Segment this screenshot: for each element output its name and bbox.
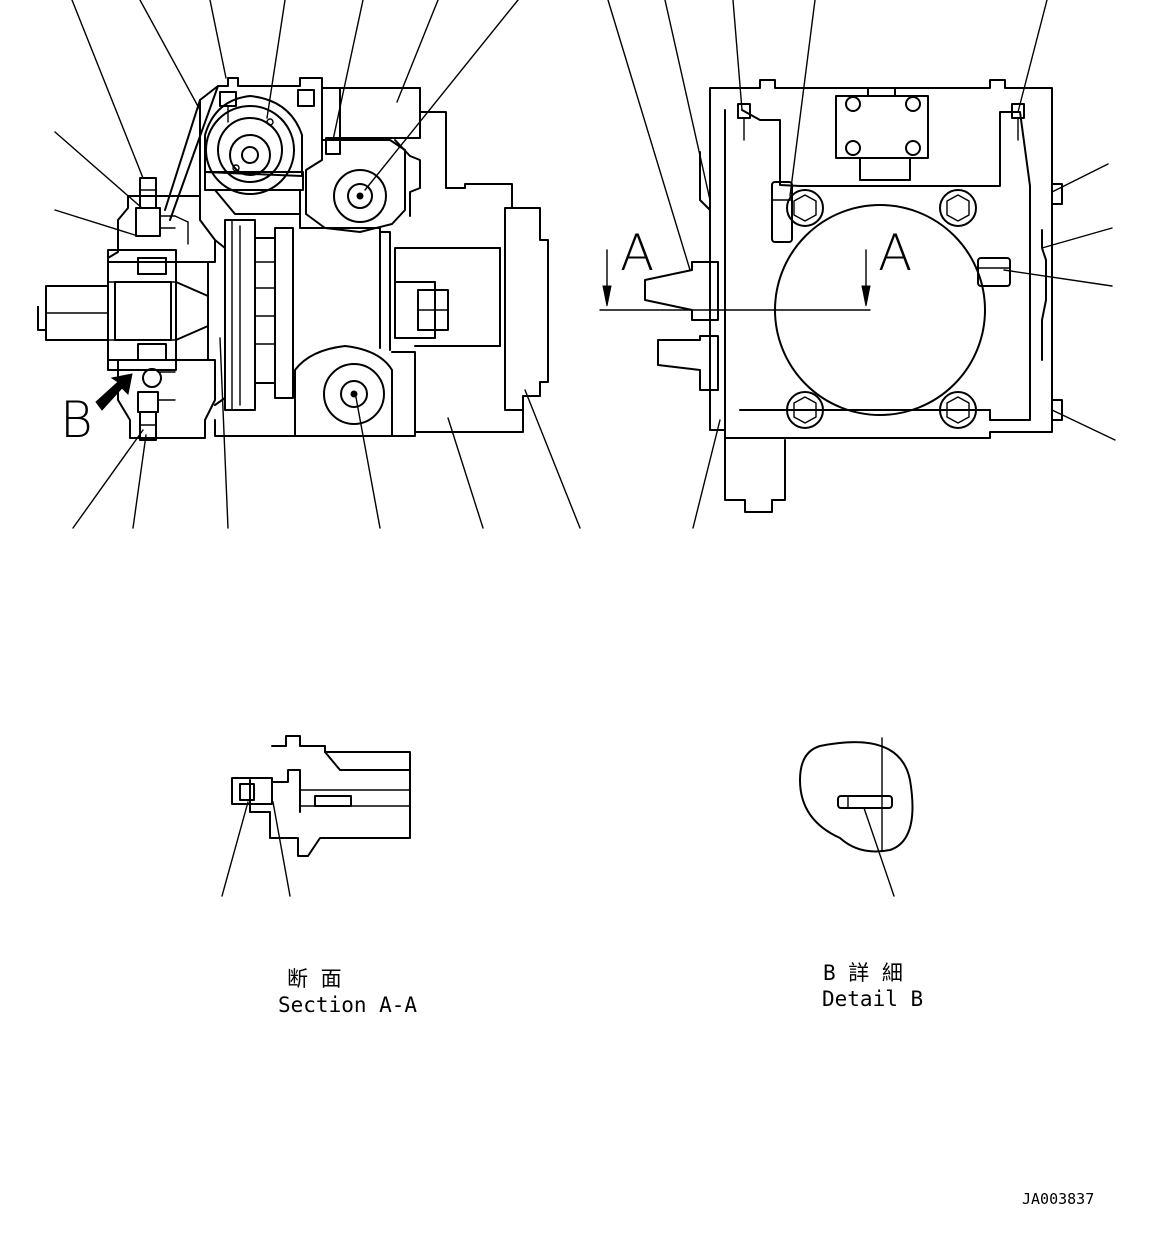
pump-housing (199, 77, 549, 437)
detail-b-view (799, 737, 914, 897)
lower-port (294, 345, 501, 437)
drawing-number: JA003837 (1022, 1190, 1094, 1208)
rear-coupling (394, 207, 524, 411)
detail-caption-jp: B 詳 細 (823, 961, 903, 985)
section-caption-jp: 断 面 (287, 967, 342, 991)
swash-rotor (204, 89, 315, 215)
valve-plate (305, 87, 421, 233)
detail-b-marker-label: B (60, 391, 93, 449)
plugs (737, 103, 1025, 287)
leader-lines-side-bottom (72, 337, 581, 529)
front-flange (107, 195, 216, 263)
detail-caption-en: Detail B (822, 987, 923, 1011)
section-marker-label-left: A (620, 224, 654, 282)
front-view-pump: A A (599, 0, 1116, 529)
housing-bolts (786, 189, 977, 429)
cylinder-block (207, 213, 391, 411)
flange-bolt-top (135, 177, 189, 245)
section-caption-en: Section A-A (278, 993, 417, 1017)
section-a-a-view (221, 735, 411, 897)
flange-bolt-bottom (137, 368, 176, 441)
leader-lines-front (607, 0, 1116, 529)
leader-lines-side-top (54, 0, 519, 237)
section-marker-label-right: A (878, 224, 912, 282)
side-view-pump: B (37, 0, 581, 529)
detail-b-arrow (95, 373, 133, 411)
section-line-a-a (599, 249, 871, 311)
